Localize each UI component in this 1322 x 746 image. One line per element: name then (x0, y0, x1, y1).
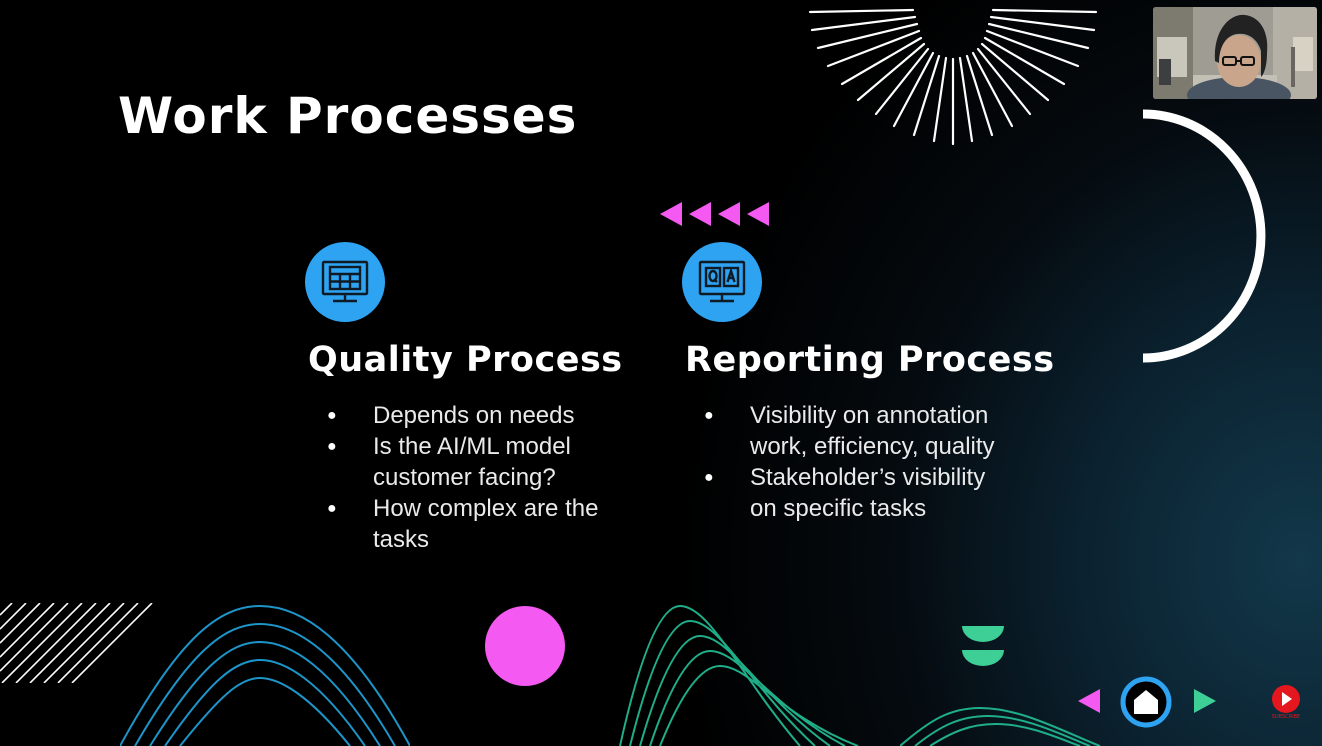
sunburst-decoration (808, 8, 1098, 146)
list-item: How complex are the tasks (305, 493, 633, 555)
home-icon (1134, 690, 1158, 714)
green-waves-decoration (900, 706, 1101, 746)
pink-triangles-decoration (660, 202, 769, 226)
pink-circle-decoration (485, 606, 565, 686)
quality-process-bullets: Depends on needs Is the AI/ML model cust… (305, 400, 635, 555)
diagonal-stripes-decoration (0, 603, 153, 683)
next-slide-button[interactable] (1192, 686, 1218, 716)
webcam-video-feed (1153, 7, 1317, 99)
reporting-process-bullets: Visibility on annotation work, efficienc… (682, 400, 1062, 524)
reporting-icon-badge (682, 242, 762, 322)
quality-process-column: Quality Process Depends on needs Is the … (305, 242, 635, 555)
teal-waves-decoration (619, 604, 859, 746)
list-item: Stakeholder’s visibility on specific tas… (682, 462, 1000, 524)
qa-monitor-icon (698, 260, 746, 303)
reporting-process-column: Reporting Process Visibility on annotati… (682, 242, 1062, 524)
prev-slide-button[interactable] (1076, 686, 1102, 716)
youtube-play-icon (1272, 685, 1300, 713)
slide-title: Work Processes (118, 87, 578, 145)
quality-icon-badge (305, 242, 385, 322)
calculator-monitor-icon (321, 260, 369, 303)
list-item: Is the AI/ML model customer facing? (305, 431, 633, 493)
subscribe-button[interactable]: SUBSCRIBE (1266, 684, 1306, 724)
list-item: Depends on needs (305, 400, 633, 431)
presenter-video-image (1153, 7, 1317, 99)
triangle-right-icon (1194, 689, 1216, 713)
home-button[interactable] (1120, 676, 1172, 728)
half-ring-decoration (1142, 109, 1266, 363)
subscribe-label: SUBSCRIBE (1271, 714, 1301, 720)
triangle-left-icon (1078, 689, 1100, 713)
reporting-process-heading: Reporting Process (685, 340, 1055, 380)
green-bowls-decoration (962, 626, 1004, 666)
blue-waves-decoration (120, 604, 410, 746)
quality-process-heading: Quality Process (308, 340, 623, 380)
list-item: Visibility on annotation work, efficienc… (682, 400, 1000, 462)
